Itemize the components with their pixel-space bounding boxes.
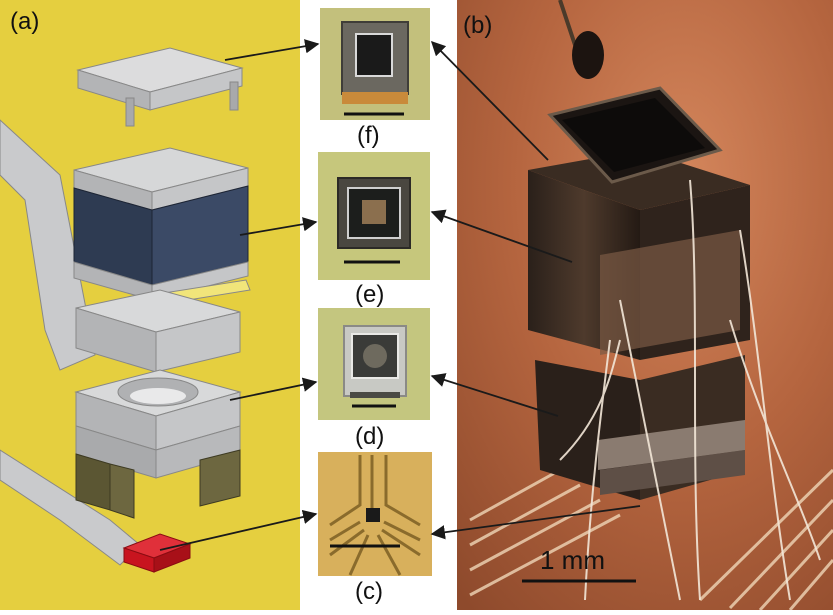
arrow-a-to-e	[239, 217, 318, 236]
photo-stacked-device	[528, 86, 750, 500]
cad-ribbon-lower	[0, 449, 141, 566]
photo-probe	[558, 0, 604, 79]
thumbnail-c	[318, 452, 432, 576]
arrow-b-to-c	[430, 505, 641, 540]
cad-lid	[76, 47, 244, 127]
panel-label-f: (f)	[357, 122, 380, 149]
panel-b-photograph	[457, 0, 833, 612]
arrow-a-to-d	[229, 377, 318, 401]
arrow-a-to-c	[159, 509, 318, 551]
cad-middle-block	[75, 289, 241, 373]
scale-bar-label: 1 mm	[540, 545, 605, 575]
panel-label-c: (c)	[355, 578, 383, 605]
cad-magnet-block	[73, 147, 249, 301]
arrow-a-to-f	[224, 39, 320, 61]
panel-a-cad-drawing	[0, 0, 300, 610]
arrow-b-to-e	[430, 209, 573, 263]
panel-label-d: (d)	[355, 423, 385, 450]
panel-label-a: (a)	[10, 8, 40, 35]
connector-arrows	[159, 39, 641, 551]
panel-label-b: (b)	[463, 12, 493, 39]
photo-circuit-traces	[469, 468, 833, 612]
cad-ribbon-upper	[0, 119, 96, 371]
thumbnail-f	[320, 8, 430, 120]
arrow-b-to-f	[430, 40, 549, 161]
thumbnail-e	[318, 152, 430, 280]
thumbnail-d	[318, 308, 430, 420]
photo-bond-wires	[559, 179, 821, 601]
arrow-b-to-d	[430, 373, 559, 417]
panel-label-e: (e)	[355, 281, 385, 308]
cad-sample-holder	[74, 369, 242, 519]
